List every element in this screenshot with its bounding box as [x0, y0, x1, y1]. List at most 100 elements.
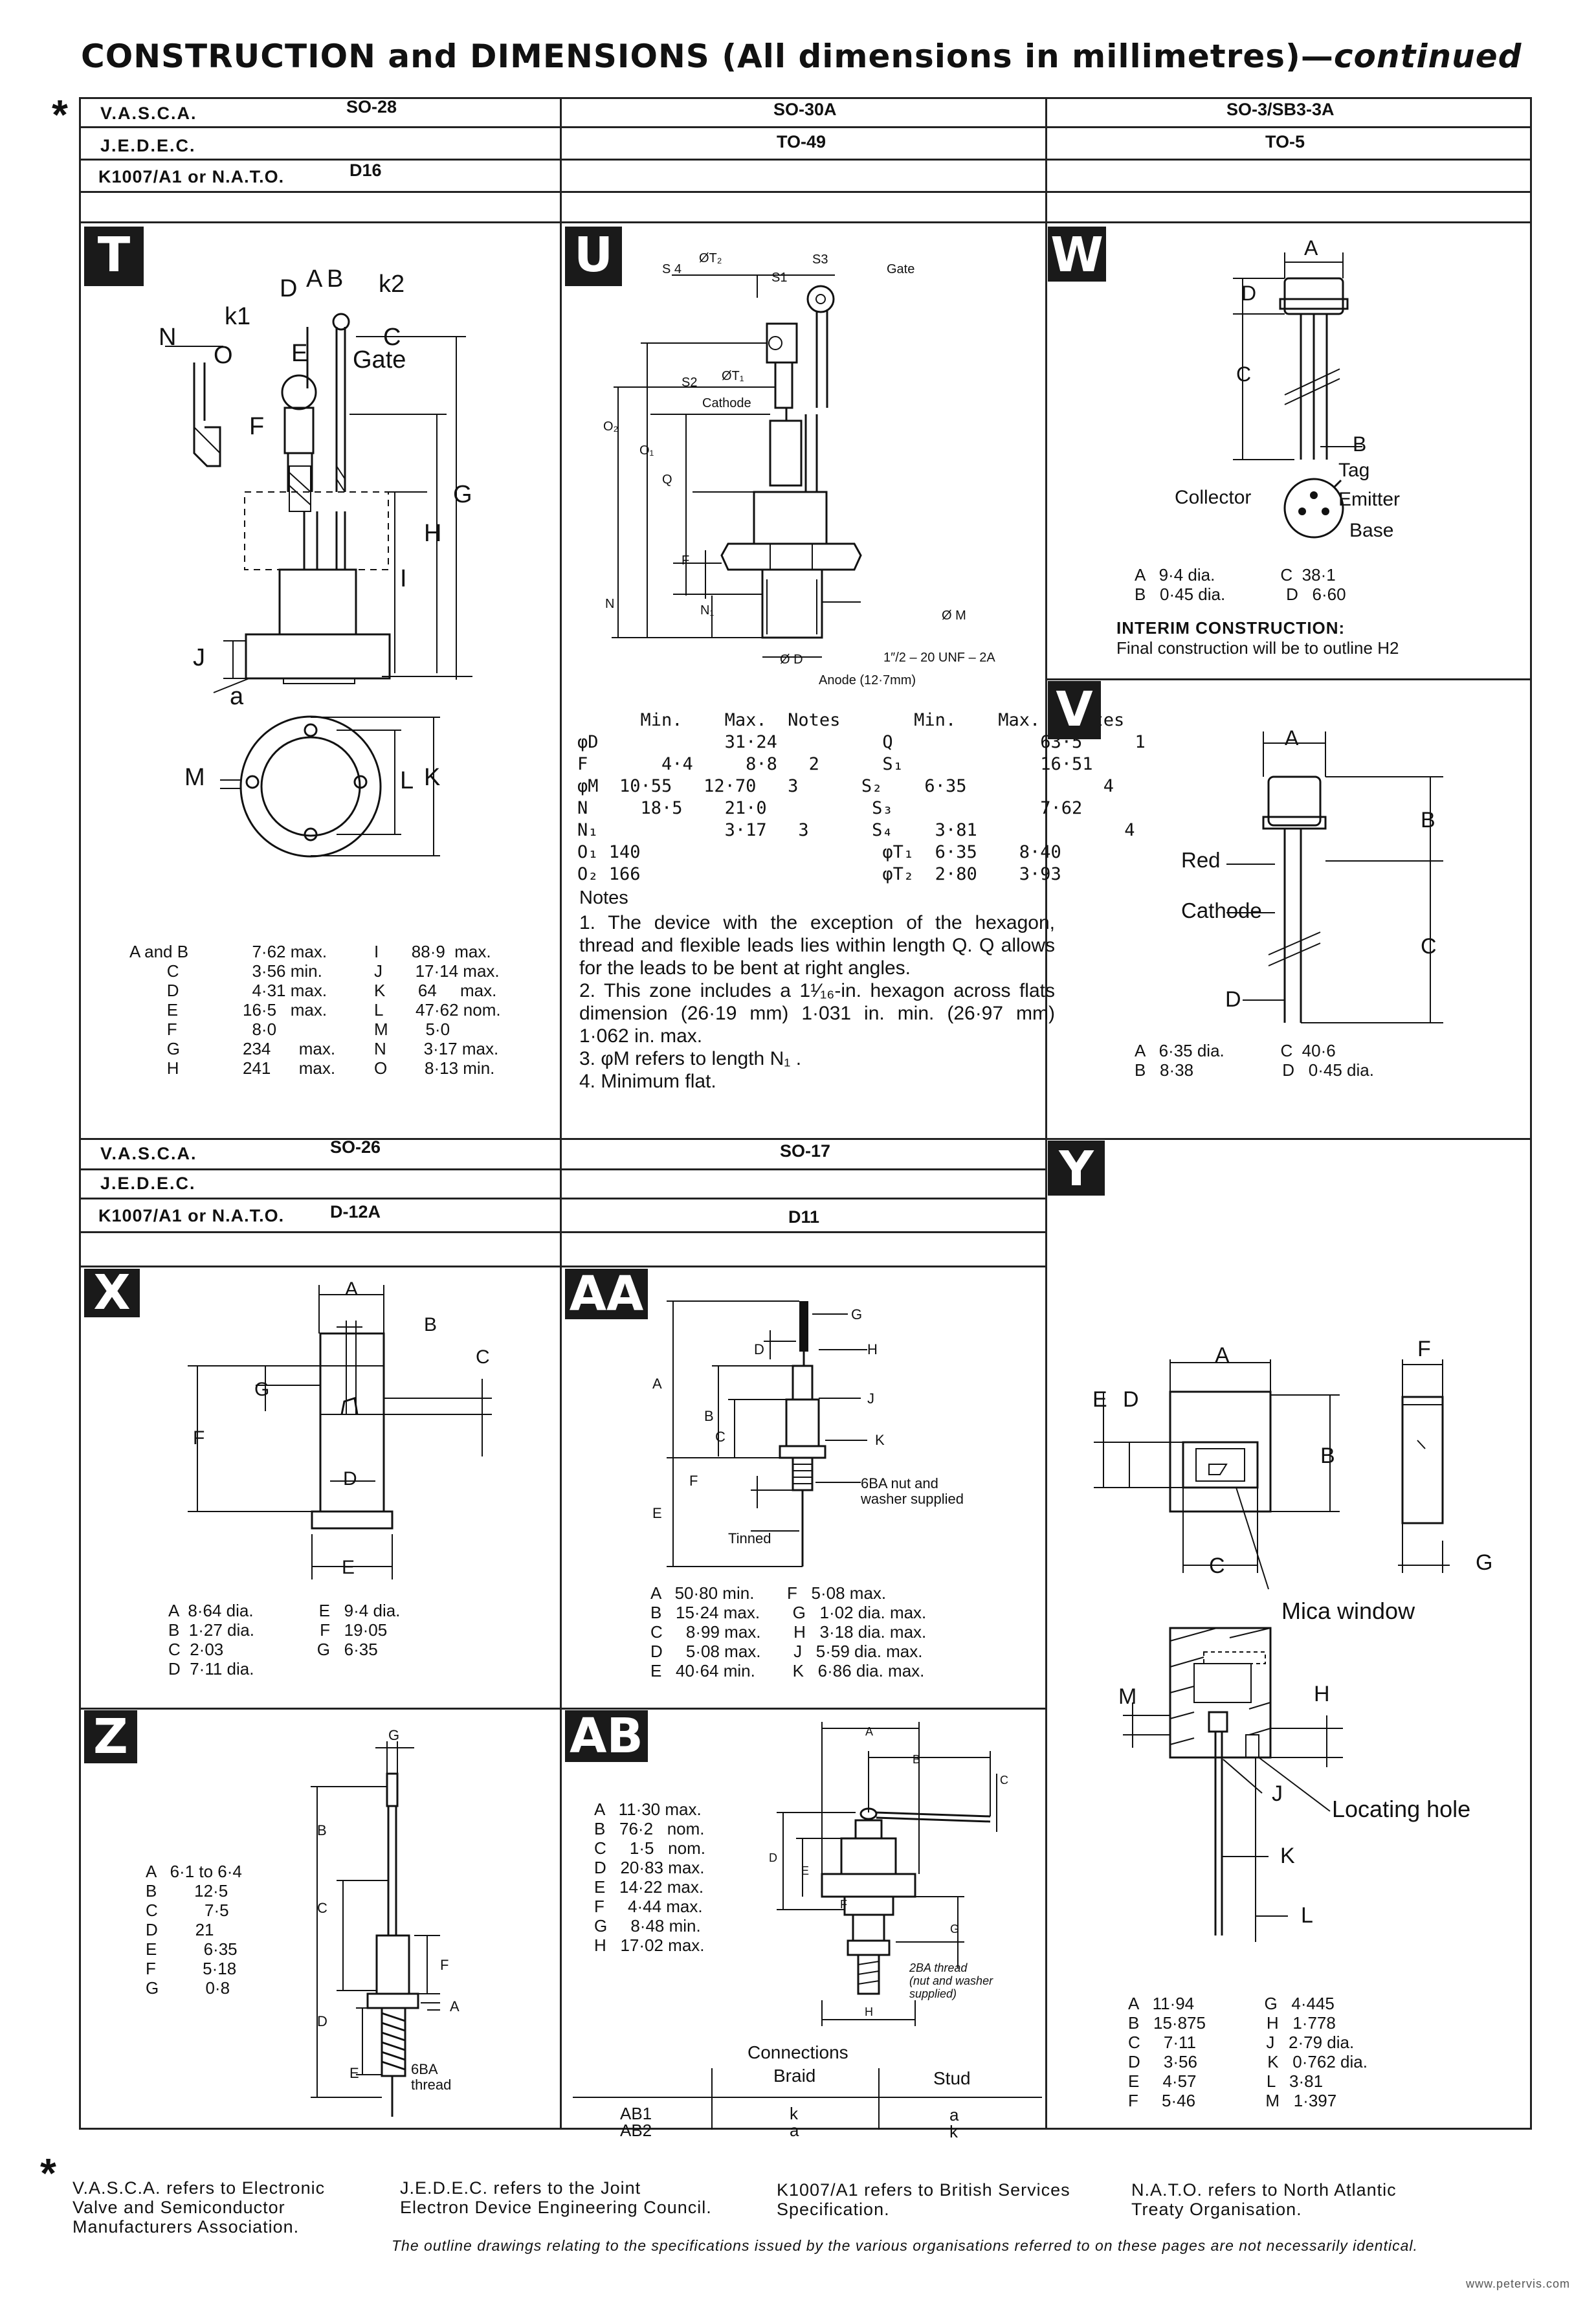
t-label-e: E [291, 340, 308, 367]
v-label-d: D [1225, 987, 1241, 1012]
ab-row1-name: AB1 [620, 2104, 652, 2123]
w-label-d: D [1241, 282, 1257, 305]
u-note-2: 2. This zone includes a 1¹⁄₁₆-in. hexago… [579, 980, 1055, 1047]
z-label-b: B [317, 1822, 327, 1838]
u-table: Min. Max. Notes Min. Max. Notes φD 31·24… [577, 710, 1146, 884]
v-label-cathode: Cathode [1181, 898, 1262, 922]
v-label-a: A [1285, 726, 1299, 750]
u-label-n: N [605, 597, 615, 611]
t-label-g: G [453, 481, 472, 508]
aa-label-j: J [867, 1390, 874, 1407]
t-label-b: B [327, 265, 344, 293]
z-label-f: F [440, 1957, 449, 1973]
t-label-a: A [306, 265, 323, 293]
aa-nato: D11 [788, 1207, 820, 1227]
ab-col-braid: Braid [773, 2066, 816, 2086]
x-specs: A 8·64 dia. E 9·4 dia. B 1·27 dia. F 19·… [168, 1601, 401, 1679]
hdr-vasca-label: V.A.S.C.A. [100, 104, 197, 123]
x-label-c: C [476, 1346, 490, 1368]
y-label-l: L [1301, 1903, 1313, 1928]
ab-label-h: H [865, 2005, 873, 2018]
badge-y: Y [1048, 1141, 1105, 1197]
x-vasca: SO-26 [330, 1137, 381, 1157]
page-title: CONSTRUCTION and DIMENSIONS (All dimensi… [81, 38, 1522, 75]
t-label-m: M [184, 764, 205, 791]
t-label-i: I [400, 565, 407, 592]
t-label-l: L [400, 767, 414, 794]
u-label-f: F [682, 553, 690, 568]
v-label-c: C [1421, 934, 1437, 959]
x-label-b: B [424, 1314, 438, 1335]
w-vasca: SO-3/SB3-3A [1226, 100, 1335, 119]
aa-label-f: F [689, 1473, 698, 1489]
t-label-d: D [280, 275, 298, 302]
badge-ab: AB [565, 1710, 648, 1762]
footer-nato: N.A.T.O. refers to North Atlantic Treaty… [1131, 2180, 1397, 2219]
t-label-n: N [159, 324, 177, 351]
aa-label-e: E [652, 1505, 662, 1521]
u-note-1: 1. The device with the exception of the … [579, 912, 1055, 979]
title-text: CONSTRUCTION and DIMENSIONS (All dimensi… [81, 38, 1334, 75]
w-label-collector: Collector [1175, 487, 1252, 508]
u-label-thread: 1″/2 – 20 UNF – 2A [883, 651, 995, 665]
t-label-h: H [424, 520, 442, 547]
u-label-o2: O₂ [603, 419, 619, 434]
u-note-4: 4. Minimum flat. [579, 1071, 716, 1092]
t-vasca: SO-28 [346, 97, 397, 117]
aa-label-b: B [704, 1408, 714, 1424]
footer-vasca: V.A.S.C.A. refers to Electronic Valve an… [72, 2178, 326, 2237]
z-label-d: D [317, 2013, 327, 2029]
ab-label-a: A [865, 1725, 874, 1738]
t-label-j: J [193, 644, 205, 671]
x-nato: D-12A [330, 1202, 381, 1222]
u-label-t1: ØT₁ [722, 369, 744, 383]
u-label-anode: Anode (12·7mm) [819, 673, 916, 687]
w-interim-text: Final construction will be to outline H2 [1116, 638, 1399, 658]
asterisk-footer: * [40, 2150, 56, 2196]
u-label-s2: S2 [682, 375, 698, 390]
z-label-e: E [349, 2065, 359, 2081]
y-label-h: H [1314, 1682, 1330, 1706]
y-label-g: G [1476, 1550, 1493, 1575]
badge-x: X [84, 1269, 140, 1317]
main-frame [79, 97, 1532, 2130]
z-label-g: G [388, 1727, 400, 1743]
ab-row1-braid: k [790, 2104, 798, 2123]
z-label-c: C [317, 1900, 327, 1916]
u-label-n1: N₁ [700, 603, 715, 618]
y-label-c: C [1209, 1554, 1225, 1578]
t-label-k1: k1 [225, 303, 251, 330]
ab-specs: A 11·30 max. B 76·2 nom. C 1·5 nom. D 20… [594, 1800, 705, 1955]
badge-t: T [84, 227, 144, 286]
badge-w: W [1048, 227, 1106, 283]
u-vasca: SO-30A [773, 100, 837, 119]
u-notes: 1. The device with the exception of the … [579, 911, 1055, 1093]
w-interim-title: INTERIM CONSTRUCTION: [1116, 618, 1346, 638]
aa-label-d: D [754, 1341, 764, 1357]
u-jedec: TO-49 [777, 132, 826, 151]
aa-label-c: C [715, 1429, 726, 1445]
v-label-b: B [1421, 808, 1435, 832]
t-label-a-small: a [230, 683, 244, 710]
u-label-o1: O₁ [639, 443, 654, 458]
x-label-a: A [345, 1278, 359, 1300]
u-label-s3: S3 [812, 252, 828, 267]
t-label-gate: Gate [353, 346, 406, 374]
ab-label-f: F [840, 1898, 847, 1911]
t-nato: D16 [349, 161, 382, 180]
t-label-k: K [424, 764, 441, 791]
asterisk-top: * [52, 91, 68, 138]
aa-label-a: A [652, 1376, 662, 1392]
badge-aa: AA [565, 1269, 648, 1319]
ab-label-g: G [950, 1923, 960, 1935]
ab-label-c: C [1000, 1774, 1008, 1787]
w-label-base: Base [1349, 520, 1394, 541]
w-jedec: TO-5 [1265, 132, 1305, 151]
badge-v: V [1048, 681, 1101, 739]
t-label-k2: k2 [379, 271, 405, 298]
u-label-gate: Gate [887, 262, 915, 276]
